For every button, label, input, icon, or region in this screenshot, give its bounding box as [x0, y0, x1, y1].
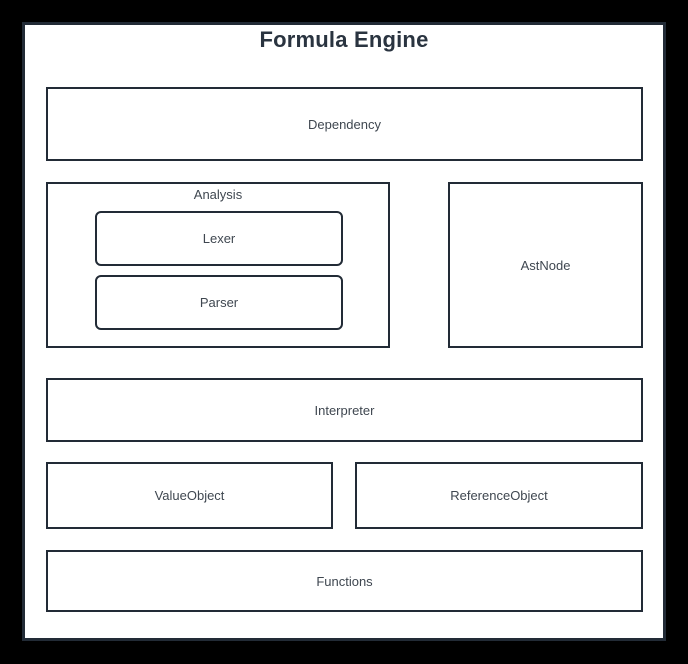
node-dependency-label: Dependency — [308, 116, 381, 132]
node-parser: Parser — [95, 275, 343, 330]
node-astnode: AstNode — [448, 182, 643, 348]
node-analysis-container: Analysis Lexer Parser — [46, 182, 390, 348]
node-valueobject: ValueObject — [46, 462, 333, 529]
node-functions-label: Functions — [316, 573, 373, 589]
node-parser-label: Parser — [199, 295, 239, 310]
node-astnode-label: AstNode — [520, 257, 571, 273]
node-functions: Functions — [46, 550, 643, 612]
node-lexer-label: Lexer — [202, 231, 236, 246]
node-interpreter: Interpreter — [46, 378, 643, 442]
node-interpreter-label: Interpreter — [314, 402, 375, 418]
node-valueobject-label: ValueObject — [154, 488, 225, 503]
node-referenceobject-label: ReferenceObject — [450, 488, 548, 503]
diagram-title: Formula Engine — [259, 27, 429, 52]
diagram-panel: Formula Engine Dependency Analysis Lexer… — [22, 22, 666, 641]
node-analysis-label: Analysis — [193, 187, 243, 202]
node-lexer: Lexer — [95, 211, 343, 266]
node-dependency: Dependency — [46, 87, 643, 161]
node-referenceobject: ReferenceObject — [355, 462, 643, 529]
